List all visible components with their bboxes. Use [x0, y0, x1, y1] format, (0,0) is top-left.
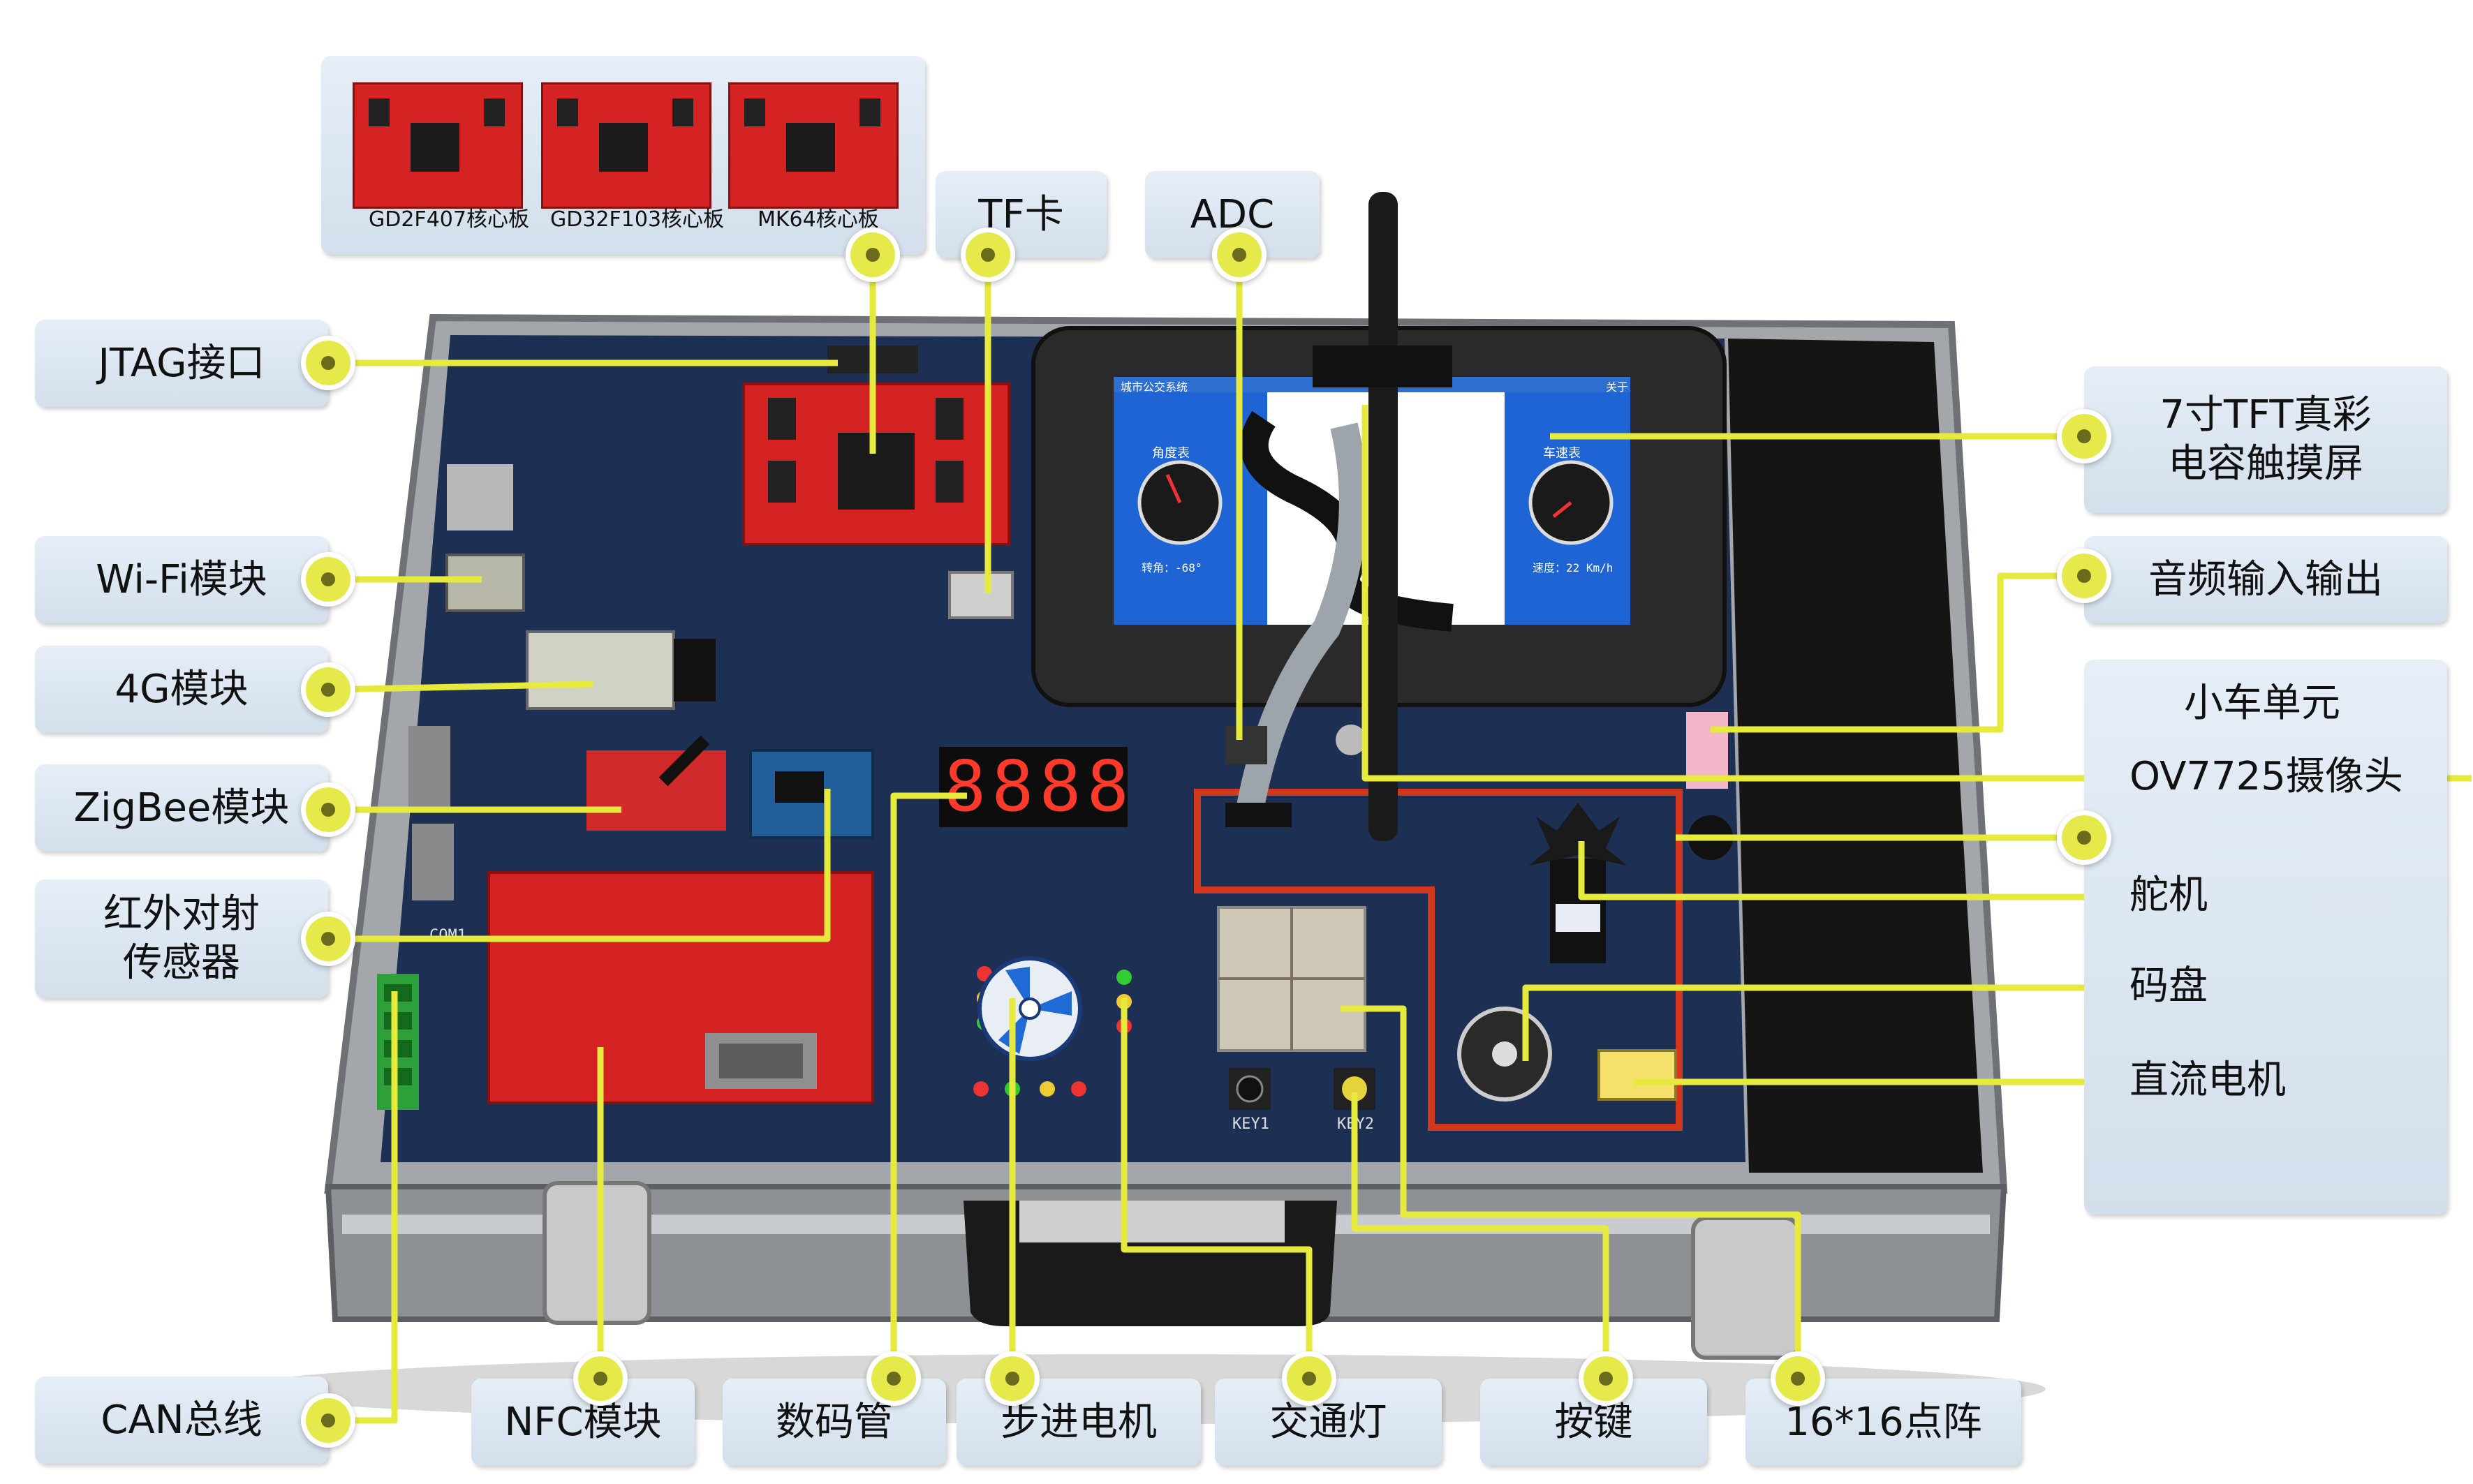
- label-zigbee: ZigBee模块: [35, 764, 328, 852]
- dot-digits: [871, 1356, 916, 1401]
- line-4g: [327, 681, 594, 693]
- dot-adc: [1217, 232, 1262, 277]
- label-tf: TF卡: [936, 171, 1107, 258]
- line-servo: [1578, 841, 2084, 900]
- latch-left: [542, 1181, 651, 1325]
- dot-ir: [306, 917, 350, 961]
- line-keys: [1351, 1092, 1609, 1379]
- label-audio: 音频输入输出: [2084, 536, 2447, 623]
- core-board-caption-3: MK64核心板: [758, 207, 879, 232]
- label-4g: 4G模块: [35, 646, 328, 733]
- label-jtag: JTAG接口: [35, 320, 328, 407]
- adc-pot: [1225, 726, 1267, 764]
- seg-display-digits: 8888: [944, 745, 1135, 827]
- line-ir: [328, 789, 831, 942]
- dot-tf: [966, 232, 1010, 277]
- core-board-thumb-2: [541, 82, 711, 209]
- line-digits: [890, 792, 967, 1379]
- dot-keys: [1584, 1356, 1628, 1401]
- dot-tft: [2062, 414, 2106, 459]
- label-camera: OV7725摄像头: [2129, 754, 2403, 799]
- dot-traffic: [1287, 1356, 1331, 1401]
- dot-jtag: [306, 341, 350, 385]
- label-tft: 7寸TFT真彩 电容触摸屏: [2084, 366, 2447, 513]
- camera-bracket: [1313, 346, 1452, 387]
- zigbee-module: [586, 750, 726, 831]
- line-can: [328, 991, 398, 1424]
- core-board-caption-1: GD2F407核心板: [369, 207, 529, 232]
- dot-zigbee: [306, 787, 350, 832]
- label-can: CAN总线: [35, 1377, 328, 1464]
- label-servo: 舵机: [2129, 873, 2208, 918]
- label-traffic: 交通灯: [1215, 1379, 1442, 1466]
- car-unit-outline: [1194, 789, 1683, 1131]
- seg-display: [939, 747, 1128, 827]
- wifi-chip: [445, 554, 525, 612]
- label-wifi: Wi-Fi模块: [35, 536, 328, 623]
- dot-can: [306, 1398, 350, 1443]
- label-car-panel: [2084, 660, 2447, 1215]
- speed-readout: 速度：22 Km/h: [1533, 561, 1614, 574]
- key1-label: KEY1: [1232, 1115, 1269, 1133]
- dot-4g: [306, 667, 350, 712]
- tf-slot: [948, 571, 1014, 619]
- dot-core: [850, 232, 895, 277]
- label-encoder: 码盘: [2129, 963, 2208, 1009]
- dot-stepper: [990, 1356, 1035, 1401]
- label-stepper: 步进电机: [957, 1379, 1201, 1466]
- label-ir-line1: 红外对射: [103, 891, 260, 937]
- label-ir: 红外对射 传感器: [35, 880, 328, 998]
- label-ir-line2: 传感器: [123, 940, 240, 986]
- core-board-caption-2: GD32F103核心板: [550, 207, 725, 232]
- line-audio: [1711, 572, 2084, 733]
- label-tft-line1: 7寸TFT真彩: [2160, 392, 2372, 438]
- dot-audio: [2062, 554, 2106, 598]
- dc-motor: [1597, 1049, 1677, 1101]
- case-lid-interior: [1728, 339, 1983, 1173]
- core-board-thumb-1: [353, 82, 523, 209]
- gauge-speed-title: 车速表: [1543, 446, 1581, 461]
- label-digits: 数码管: [723, 1379, 946, 1466]
- gauge-angle-title: 角度表: [1152, 446, 1190, 461]
- core-chip: [838, 433, 915, 510]
- db9-left: [408, 726, 450, 810]
- label-tft-line2: 电容触摸屏: [2168, 441, 2363, 487]
- dot-nfc: [578, 1356, 623, 1401]
- handle-foil: [1019, 1201, 1285, 1242]
- line-matrix: [1341, 1005, 1801, 1379]
- dot-wifi: [306, 557, 350, 602]
- dot-matrix: [1776, 1356, 1820, 1401]
- screen-menu: 关于: [1606, 380, 1629, 394]
- dot-box: [2062, 815, 2106, 860]
- label-car-unit: 小车单元: [2184, 681, 2340, 726]
- screen-title: 城市公交系统: [1121, 380, 1188, 394]
- lte-module: [526, 630, 675, 710]
- label-dcmotor: 直流电机: [2129, 1058, 2286, 1103]
- angle-readout: 转角：-68°: [1142, 561, 1202, 574]
- line-traffic: [1121, 998, 1313, 1379]
- line-encoder: [1522, 984, 2084, 1061]
- core-board-thumb-3: [728, 82, 899, 209]
